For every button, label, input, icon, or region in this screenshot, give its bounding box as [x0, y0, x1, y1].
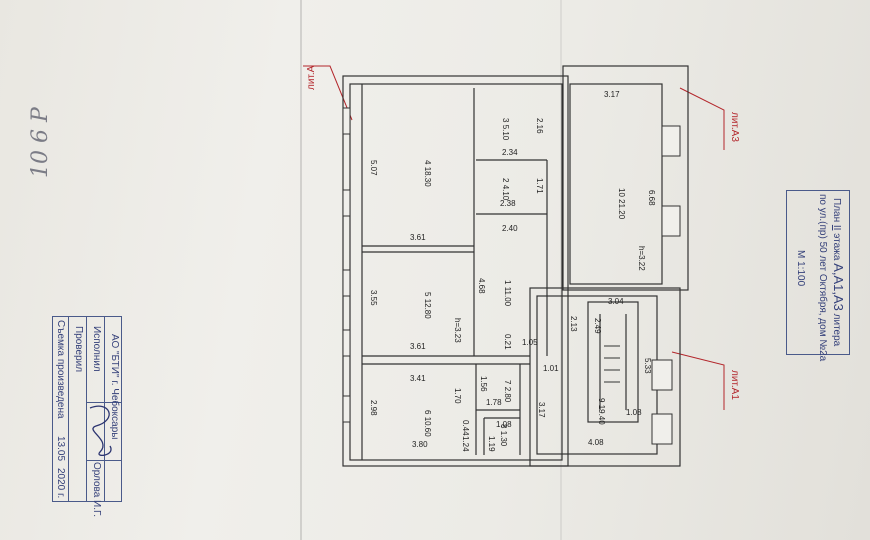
dimension: 2.40: [502, 224, 518, 233]
lit-a-leader: [303, 65, 353, 121]
window: [342, 329, 351, 357]
window: [661, 205, 681, 237]
dimension: 1.01: [543, 364, 559, 373]
stamp-divider: [104, 316, 105, 502]
window: [342, 395, 351, 423]
dimension: 4.08: [588, 438, 604, 447]
paper-fold: [300, 0, 302, 540]
stamp-divider: [86, 316, 87, 502]
dimension: 3.04: [608, 297, 624, 306]
dimension: 1.08: [626, 408, 642, 417]
dimension: 2.34: [502, 148, 518, 157]
dimension: 3.61: [410, 342, 426, 351]
window: [651, 413, 673, 445]
outer-wall-a3: [562, 65, 689, 291]
inner-wall-a3: [569, 83, 663, 285]
window: [342, 107, 351, 135]
dimension: 1.05: [522, 338, 538, 347]
window: [342, 189, 351, 217]
dimension: 3.80: [412, 440, 428, 449]
lit-a1-leader: [671, 351, 725, 410]
dimension: 3.17: [604, 90, 620, 99]
dimension: 2.38: [500, 199, 516, 208]
stamp-divider: [68, 316, 69, 502]
dimension: 3.61: [410, 233, 426, 242]
window: [661, 125, 681, 157]
dimension: 1.08: [496, 420, 512, 429]
window: [342, 269, 351, 297]
outer-wall-a1: [529, 287, 681, 467]
stamp-box: [52, 316, 122, 502]
stamp-divider: [86, 402, 122, 403]
dimension: 3.41: [410, 374, 426, 383]
stamp-divider: [86, 460, 122, 461]
paper-fold: [560, 0, 562, 540]
window: [651, 359, 673, 391]
dimension: 1.78: [486, 398, 502, 407]
plan-title-box: [786, 190, 850, 355]
lit-a3-leader: [679, 87, 725, 150]
